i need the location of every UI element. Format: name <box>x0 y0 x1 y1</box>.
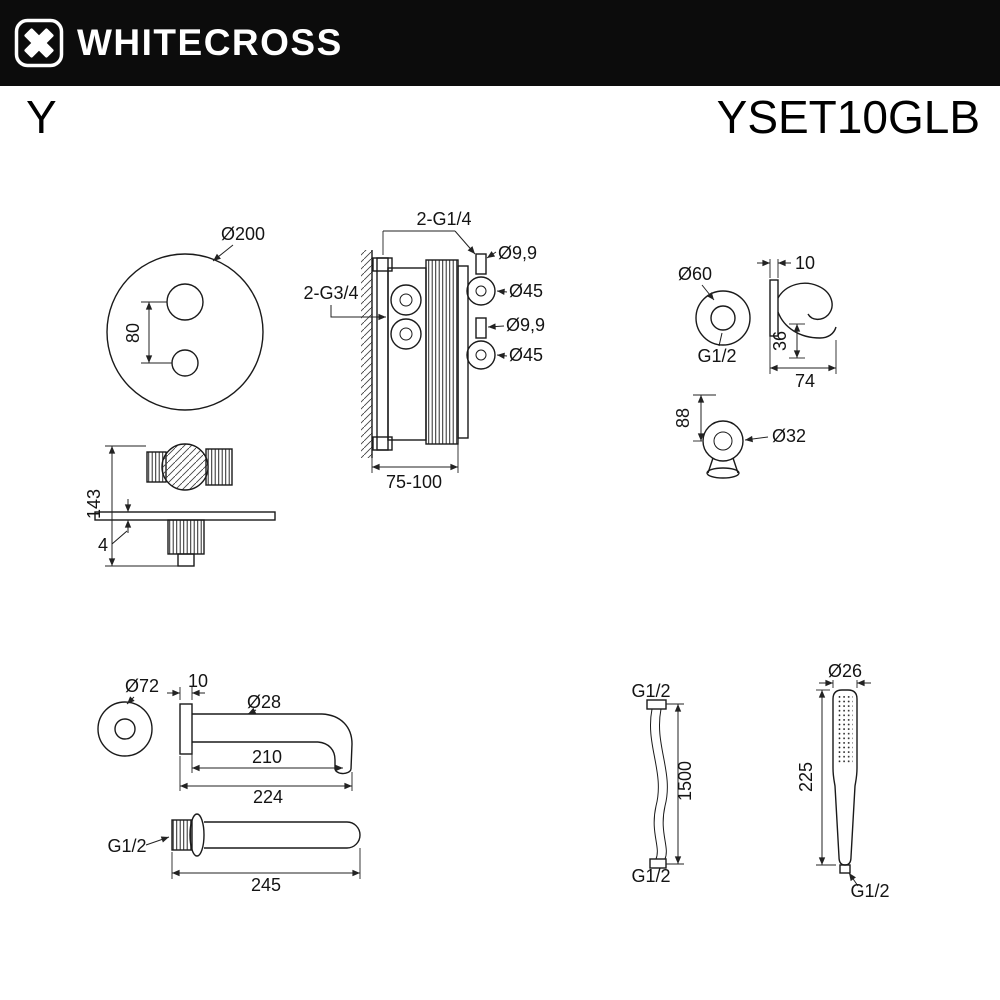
dim-hose-length-annotation <box>666 703 684 865</box>
spout-curve-inner <box>317 741 336 768</box>
hand-shower-view: Ø26 225 G1/2 <box>796 661 890 901</box>
dim-flange-diameter: Ø72 <box>125 676 159 696</box>
mounting-bracket <box>376 257 389 451</box>
dim-projection: 74 <box>795 371 815 391</box>
dim-hand-shower-length-annotation <box>816 689 836 866</box>
dim-plate-thickness-annotation <box>757 259 791 278</box>
dim-spout-thread: G1/2 <box>107 836 146 856</box>
dim-escutcheon-diameter: Ø60 <box>678 264 712 284</box>
lower-handle-circle <box>171 349 199 377</box>
spout-views: Ø72 10 Ø28 210 224 <box>97 671 361 895</box>
dim-head-diameter-annotation <box>819 679 871 688</box>
spout-flange-front <box>97 701 153 757</box>
dim-drop: 88 <box>673 408 693 428</box>
dim-outlet-plate-thickness: 10 <box>795 253 815 273</box>
hose-top-connector <box>646 699 667 710</box>
dim-inlets-leader <box>330 305 386 321</box>
whitecross-logo-icon <box>14 18 64 68</box>
dim-holder-height-annotation <box>789 323 805 359</box>
dim-port-top-diameter: Ø9,9 <box>498 243 537 263</box>
dim-hose-thread-top: G1/2 <box>631 681 670 701</box>
holder-hook-top <box>777 282 833 321</box>
dim-diameter-leader <box>212 244 234 262</box>
wall-hatching <box>361 250 372 458</box>
trim-plate-edge <box>94 511 276 521</box>
dim-hand-shower-length: 225 <box>796 762 816 792</box>
dim-spout-plate-annotation <box>167 687 205 700</box>
dim-drop-annotation <box>693 394 716 442</box>
hand-shower-outline <box>832 689 858 866</box>
dim-plate-annotation <box>111 499 132 545</box>
dim-holder-diameter: Ø32 <box>772 426 806 446</box>
dim-spout-plate-thickness: 10 <box>188 671 208 691</box>
dim-head-diameter: Ø26 <box>828 661 862 681</box>
spray-face <box>837 695 853 765</box>
dim-tube-diameter: Ø28 <box>247 692 281 712</box>
dim-plate-thickness: 4 <box>98 535 108 555</box>
thermostat-front-view: 80 Ø200 <box>106 224 265 411</box>
hand-shower-connector <box>839 864 851 874</box>
series-title: Y <box>26 91 57 143</box>
title-bar: Y YSET10GLB <box>0 90 1000 144</box>
holder-ring-front <box>702 420 744 462</box>
dim-length-total: 224 <box>253 787 283 807</box>
dim-port-bottom-diameter: Ø9,9 <box>506 315 545 335</box>
dim-reach: 210 <box>252 747 282 767</box>
holder-hook-bottom <box>777 311 837 339</box>
dim-trim-diameter: Ø200 <box>221 224 265 244</box>
wall-outlet-views: Ø60 G1/2 10 36 74 88 <box>673 253 837 479</box>
handle-hub-side <box>161 443 209 491</box>
dim-length-total-annotation <box>179 756 353 791</box>
trim-side-view: 143 4 <box>84 443 276 567</box>
dim-length-straight-annotation <box>171 848 361 879</box>
dim-length-straight: 245 <box>251 875 281 895</box>
dim-hose-thread-bottom: G1/2 <box>631 866 670 886</box>
dim-reach-annotation <box>191 746 343 773</box>
dim-inlets-thread: 2-G3/4 <box>303 283 358 303</box>
valve-body-behind-wall <box>167 519 205 555</box>
upper-handle-circle <box>166 283 204 321</box>
model-number: YSET10GLB <box>716 91 980 143</box>
dim-handle-spacing: 80 <box>123 323 143 343</box>
holder-cup-front <box>706 467 740 479</box>
dim-hose-length: 1500 <box>675 761 695 801</box>
spout-wall-flange <box>179 703 193 755</box>
dim-mounting-depth-annotation <box>371 444 459 473</box>
spout-curve-outer <box>321 713 353 770</box>
hose-bottom-connector <box>649 858 667 869</box>
trim-plate-circle <box>106 253 264 411</box>
concealed-valve-side-view: 2-G1/4 2-G3/4 Ø9,9 Ø45 Ø9,9 Ø45 75-100 <box>303 209 545 492</box>
spout-thread-block <box>171 819 193 851</box>
dim-mounting-depth: 75-100 <box>386 472 442 492</box>
outlet-escutcheon-circle <box>695 290 751 346</box>
brand-header: WHITECROSS <box>0 0 1000 86</box>
dim-hand-shower-thread: G1/2 <box>850 881 889 901</box>
dim-trim-bottom-diameter: Ø45 <box>509 345 543 365</box>
dim-handle-spacing-annotation <box>141 301 172 364</box>
dim-projection-annotation <box>769 336 837 374</box>
cartridge-ribbed-section <box>425 259 459 445</box>
outlet-wall-plate-side <box>769 279 779 337</box>
brand-name: WHITECROSS <box>77 22 343 63</box>
dim-outlets-thread: 2-G1/4 <box>416 209 471 229</box>
dim-outlets-annotation <box>382 230 476 255</box>
shower-hose-view: G1/2 1500 G1/2 <box>631 681 695 886</box>
dim-holder-height: 36 <box>770 331 790 351</box>
dim-trim-height: 143 <box>84 489 104 519</box>
dim-height-annotation <box>105 445 178 567</box>
dim-trim-top-diameter: Ø45 <box>509 281 543 301</box>
dim-outlet-thread: G1/2 <box>697 346 736 366</box>
